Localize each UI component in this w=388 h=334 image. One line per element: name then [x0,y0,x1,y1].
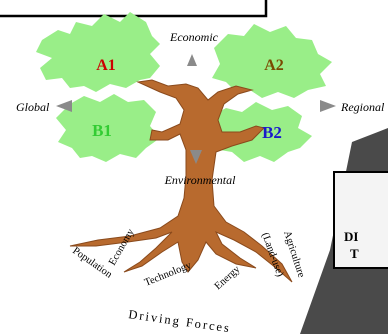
axis-label-right: Regional [340,100,385,114]
tree-trunk [69,79,293,283]
axis-labels: Economic Global Regional Environmental [16,30,385,187]
root-label-energy: Energy [213,263,243,292]
arrow-right-icon [320,100,336,112]
foliage-a2 [212,24,332,98]
axis-label-top: Economic [169,30,219,44]
foliage-a1 [36,12,160,92]
side-panel: DI T [300,128,388,334]
header-frame [0,0,268,18]
axis-arrows [56,54,336,164]
panel-text-line1: DI [344,229,358,244]
driving-forces-label: Driving Forces [128,307,232,334]
scenario-a1: A1 [96,57,116,74]
panel-text-line2: T [350,246,359,261]
arrow-left-icon [56,100,72,112]
arrow-down-icon [190,150,202,164]
panel-box [333,171,388,269]
trunk-shape [69,79,293,283]
axis-label-bottom: Environmental [164,173,237,187]
scenario-b1: B1 [92,121,112,140]
root-label-technology: Technology [143,260,194,289]
foliage-b1 [56,94,160,162]
scenario-a2: A2 [264,57,284,74]
root-label-economy: Economy [107,227,137,268]
scenario-labels: A1 A2 B1 B2 [92,57,284,142]
arrow-up-icon [187,54,197,66]
scenario-b2: B2 [262,123,282,142]
axis-label-left: Global [16,100,50,114]
